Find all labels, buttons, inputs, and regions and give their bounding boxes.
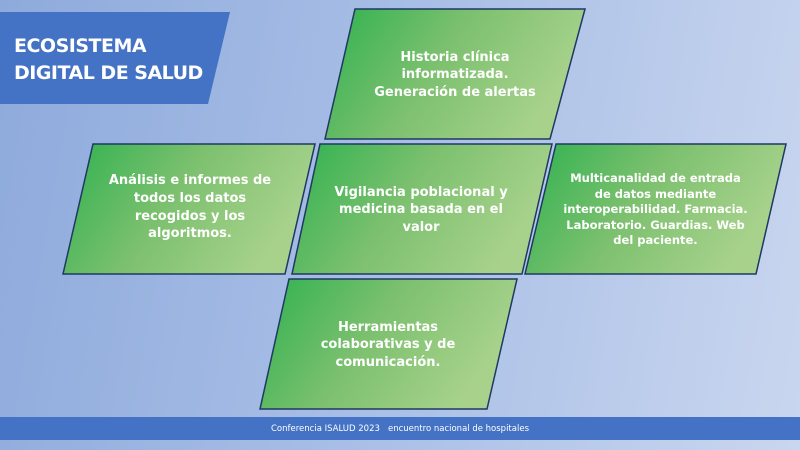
box-multicanalidad-shape [524,143,787,275]
box-herramientas-text: Herramientas colaborativas y de comunica… [320,319,456,370]
box-analisis-shape [62,143,316,275]
title-banner [0,12,230,104]
box-vigilancia-text: Vigilancia poblacional y medicina basada… [334,184,508,235]
box-historia-shape [324,8,586,140]
footer-bar: Conferencia ISALUD 2023 encuentro nacion… [0,417,800,440]
title-line-1: ECOSISTEMA [14,35,147,57]
box-vigilancia-shape [291,143,553,275]
box-historia-text: Historia clínica informatizada. Generaci… [374,49,536,100]
box-multicanalidad-text: Multicanalidad de entrada de datos media… [563,171,748,248]
box-analisis-text: Análisis e informes de todos los datos r… [108,173,272,242]
footer-text: Conferencia ISALUD 2023 encuentro nacion… [271,423,529,434]
box-herramientas-shape [259,278,518,410]
title-line-2: DIGITAL DE SALUD [14,61,203,84]
slide-title: ECOSISTEMA DIGITAL DE SALUD [14,33,203,86]
